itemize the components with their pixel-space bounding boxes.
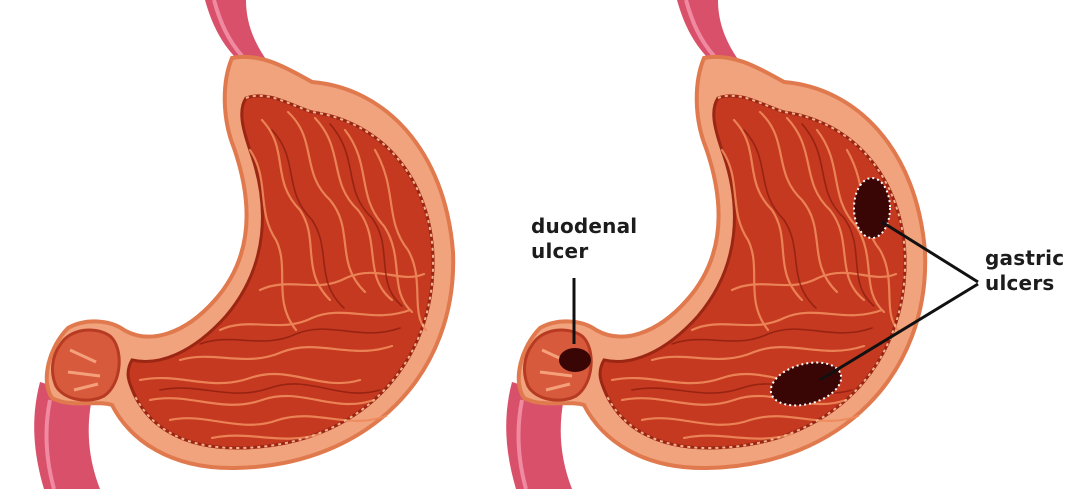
duodenal-label-line2: ulcer: [531, 239, 671, 264]
gastric-ulcer-upper-mark: [854, 178, 890, 238]
duodenal-label-line1: duodenal: [531, 214, 671, 239]
gastric-label-line1: gastric: [985, 246, 1080, 271]
duodenal-ulcer-mark: [559, 348, 591, 372]
gastric-ulcers-label: gastric ulcers: [985, 246, 1080, 296]
gastric-label-line2: ulcers: [985, 271, 1080, 296]
duodenal-ulcer-label: duodenal ulcer: [531, 214, 671, 264]
healthy-stomach: [34, 0, 453, 489]
